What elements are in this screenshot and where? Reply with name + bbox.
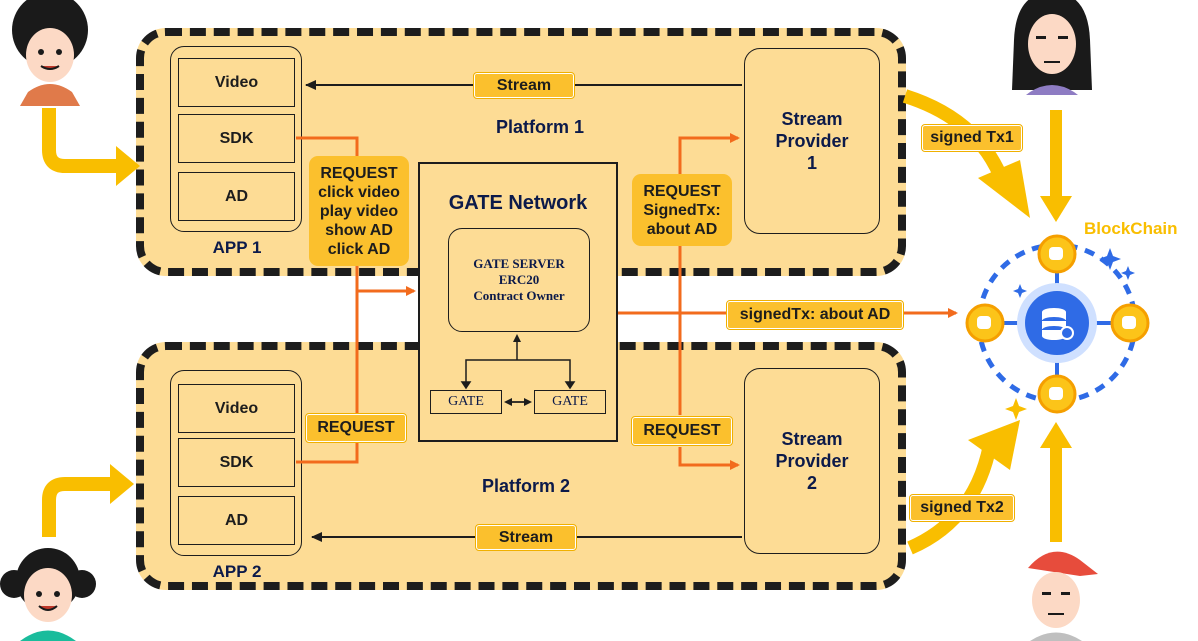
gate-network-box [418, 162, 618, 442]
app-2-label: APP 2 [212, 562, 262, 581]
request-right-2: REQUEST [631, 416, 733, 446]
gate-server-line1: GATE SERVER [473, 256, 565, 271]
platform-2-title: Platform 2 [481, 476, 571, 496]
gate-node-right[interactable]: GATE [534, 390, 606, 414]
gate-network-title: GATE Network [448, 192, 588, 214]
app-2-sdk[interactable]: SDK [178, 438, 295, 487]
stream-provider-1-line2: Provider [775, 131, 849, 151]
user-avatar-icon [1028, 551, 1098, 641]
stream-provider-2-line2: Provider [775, 451, 849, 471]
request-left-1-line5: click AD [327, 240, 391, 258]
app-1-label: APP 1 [212, 238, 262, 257]
blockchain-label: BlockChain [1084, 219, 1178, 238]
gate-node-left[interactable]: GATE [430, 390, 502, 414]
request-left-1-line4: show AD [325, 221, 393, 239]
user-avatar-icon [0, 548, 96, 641]
gate-server-line2: ERC20 [498, 272, 540, 287]
stream-provider-2-line3: 2 [806, 473, 817, 493]
request-right-1: REQUEST SignedTx: about AD [632, 174, 732, 246]
gate-server-box[interactable]: GATE SERVER ERC20 Contract Owner [448, 228, 590, 332]
signed-tx2-label: signed Tx2 [909, 494, 1015, 522]
request-left-1-line2: click video [318, 183, 400, 201]
stream-provider-2-line1: Stream [781, 429, 843, 449]
stream-provider-1-line3: 1 [806, 153, 817, 173]
app-1-sdk[interactable]: SDK [178, 114, 295, 163]
request-right-1-line2: SignedTx: [643, 201, 721, 219]
platform-1-title: Platform 1 [495, 117, 585, 137]
app-1-video[interactable]: Video [178, 58, 295, 107]
gate-server-line3: Contract Owner [473, 288, 565, 303]
user-avatar-icon [1012, 0, 1092, 95]
stream-provider-2[interactable]: Stream Provider 2 [744, 368, 880, 554]
user-avatar-icon [12, 0, 88, 106]
app-2-video[interactable]: Video [178, 384, 295, 433]
request-right-1-line1: REQUEST [643, 182, 721, 200]
signed-tx1-label: signed Tx1 [921, 124, 1023, 152]
request-left-2: REQUEST [305, 413, 407, 443]
app-1-ad[interactable]: AD [178, 172, 295, 221]
stream-label-2: Stream [475, 524, 577, 551]
signed-out-label: signedTx: about AD [726, 300, 904, 330]
stream-label-1: Stream [473, 72, 575, 99]
app-2-ad[interactable]: AD [178, 496, 295, 545]
sparkle-icon [1013, 248, 1135, 298]
request-left-1: REQUEST click video play video show AD c… [309, 156, 409, 266]
stream-provider-1-line1: Stream [781, 109, 843, 129]
stream-provider-1[interactable]: Stream Provider 1 [744, 48, 880, 234]
request-left-1-line1: REQUEST [320, 164, 398, 182]
request-left-1-line3: play video [319, 202, 399, 220]
request-right-1-line3: about AD [646, 220, 718, 238]
